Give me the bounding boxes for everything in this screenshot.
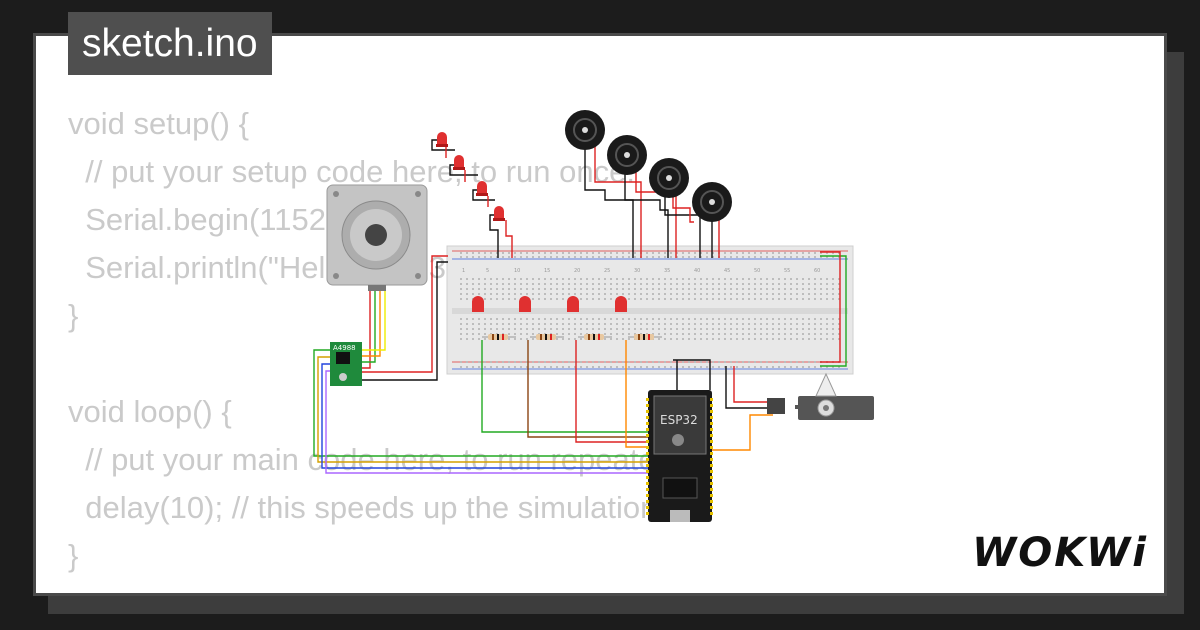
led (472, 296, 484, 312)
esp32-pins (646, 398, 713, 515)
breadboard-column-numbers: 1 5 10 15 20 25 30 35 40 45 50 55 60 (462, 268, 820, 274)
wires (313, 139, 847, 474)
column-number: 20 (574, 268, 580, 274)
column-number: 10 (514, 268, 520, 274)
resistor (578, 334, 612, 340)
resistor (482, 334, 516, 340)
mcu-label: ESP32 (660, 413, 698, 427)
breadboard-holes (460, 252, 840, 368)
column-number: 30 (634, 268, 640, 274)
wokwi-logo: WOKWi (972, 530, 1148, 576)
led (453, 155, 465, 170)
column-number: 55 (784, 268, 790, 274)
column-number: 35 (664, 268, 670, 274)
buzzer (565, 110, 605, 150)
code-line: // put your main code here, to run repea… (68, 442, 704, 477)
code-line: void loop() { (68, 394, 232, 429)
code-line: } (68, 538, 79, 573)
code-line: } (68, 298, 79, 333)
led (567, 296, 579, 312)
code-line: void setup() { (68, 106, 249, 141)
code-line: delay(10); // this speeds up the simulat… (68, 490, 658, 525)
column-number: 40 (694, 268, 700, 274)
resistor (628, 334, 662, 340)
buzzer (607, 135, 647, 175)
breadboard: 1 5 10 15 20 25 30 35 40 45 50 55 60 (446, 245, 854, 375)
buzzers (565, 110, 732, 222)
column-number: 25 (604, 268, 610, 274)
driver-label: A4988 (333, 344, 356, 352)
column-number: 1 (462, 268, 465, 274)
column-number: 50 (754, 268, 760, 274)
buzzer (649, 158, 689, 198)
resistors (482, 334, 662, 340)
column-number: 45 (724, 268, 730, 274)
led-chain (436, 132, 505, 221)
led (519, 296, 531, 312)
column-number: 60 (814, 268, 820, 274)
led (615, 296, 627, 312)
a4988-driver: A4988 (330, 342, 362, 386)
breadboard-leds (472, 296, 627, 312)
column-number: 15 (544, 268, 550, 274)
led (493, 206, 505, 221)
stepper-motor (326, 184, 428, 291)
led (436, 132, 448, 147)
servo-motor (767, 372, 874, 420)
buzzer (692, 182, 732, 222)
file-tab-title: sketch.ino (68, 12, 272, 75)
led (476, 181, 488, 196)
column-number: 5 (486, 268, 489, 274)
esp32-board: ESP32 (646, 390, 713, 522)
resistor (530, 334, 564, 340)
